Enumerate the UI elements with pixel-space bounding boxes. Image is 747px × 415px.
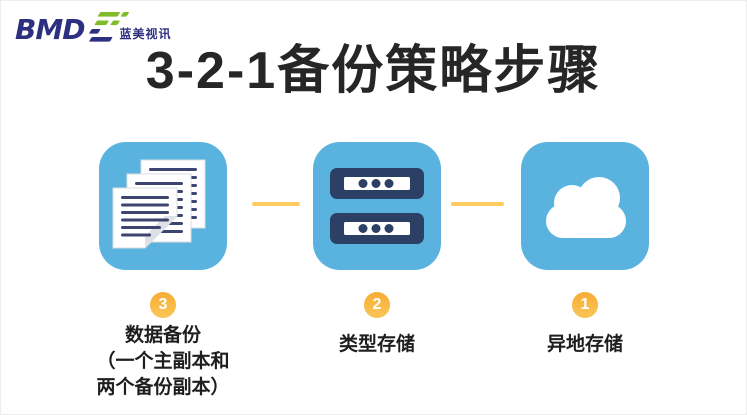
step-data-backup: 3 数据备份 （一个主副本和 两个备份副本） — [57, 142, 269, 401]
brand-subtitle: 蓝美视讯 — [119, 27, 172, 41]
step-storage-types: 2 类型存储 — [271, 142, 483, 358]
step-label: 异地存储 — [546, 334, 623, 355]
logo-speed-dashes-icon — [89, 12, 130, 42]
step-sublabel: 两个备份副本） — [96, 377, 230, 398]
step-label: 类型存储 — [338, 334, 415, 355]
brand-logo: BMD 蓝美视讯 — [15, 11, 171, 44]
connector-line — [451, 202, 504, 206]
server-stack-icon — [313, 142, 441, 270]
connector-line — [252, 202, 300, 206]
step-number-badge: 1 — [572, 292, 598, 318]
step-number-badge: 3 — [150, 292, 176, 318]
page-title: 3-2-1备份策略步骤 — [145, 42, 602, 100]
step-offsite-storage: 1 异地存储 — [479, 142, 691, 358]
step-number-badge: 2 — [364, 292, 390, 318]
cloud-icon — [521, 142, 649, 270]
step-sublabel: （一个主副本和 — [96, 351, 230, 372]
step-label: 数据备份 — [124, 325, 201, 346]
brand-wordmark: BMD — [15, 13, 85, 46]
documents-icon — [99, 142, 227, 270]
